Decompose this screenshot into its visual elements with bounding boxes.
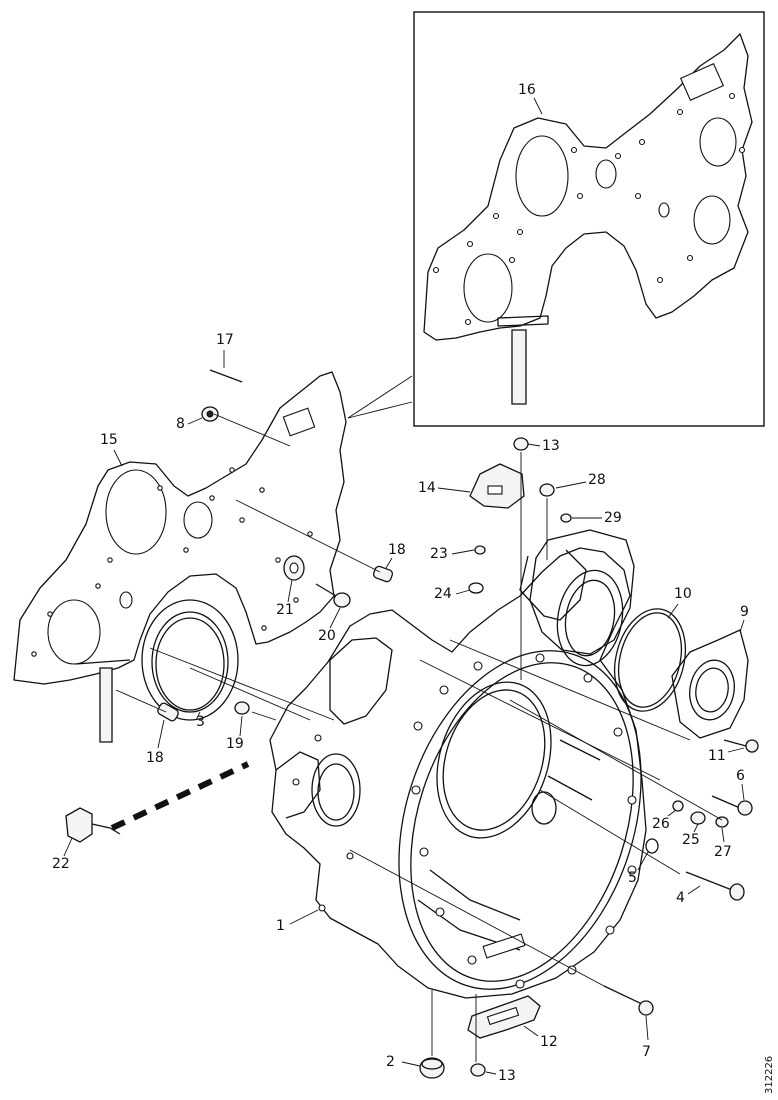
bolt-6: [711, 795, 753, 816]
oil-seal-3: [141, 599, 239, 721]
washer-29: [560, 513, 572, 523]
bearing-housing-assembly: [529, 529, 635, 655]
nut-26: [672, 800, 684, 812]
callout-25: 25: [682, 832, 700, 848]
callout-24: 24: [434, 586, 452, 602]
bolt-20: [315, 583, 351, 608]
timing-plate-15: [13, 371, 347, 743]
washer-5: [645, 838, 659, 854]
callout-8-top: 8: [176, 416, 185, 432]
nut-13-top: [513, 437, 529, 451]
bolt-7: [603, 985, 654, 1016]
callout-18-lower: 18: [146, 750, 164, 766]
dowel-18-lower: [157, 702, 179, 722]
callout-28: 28: [588, 472, 606, 488]
callout-1: 1: [276, 918, 285, 934]
timing-gear-plate-16: [423, 33, 753, 405]
bracket-14: [469, 463, 525, 509]
callout-7: 7: [642, 1044, 651, 1060]
bolt-11: [723, 739, 759, 753]
plug-21: [283, 555, 305, 581]
plug-2: [419, 1057, 445, 1079]
callout-13-top: 13: [542, 438, 560, 454]
nut-13-lower: [470, 1063, 486, 1077]
figure-reference-number: 312226: [764, 1056, 775, 1094]
callout-10: 10: [674, 586, 692, 602]
callout-20: 20: [318, 628, 336, 644]
callout-16: 16: [518, 82, 536, 98]
cover-9: [671, 629, 749, 739]
callout-23: 23: [430, 546, 448, 562]
bolt-4: [685, 871, 745, 901]
dowel-18-upper: [372, 565, 394, 583]
callout-5: 5: [628, 870, 637, 886]
callout-15: 15: [100, 432, 118, 448]
sensor-22: [65, 807, 121, 843]
callout-6: 6: [736, 768, 745, 784]
screw-23: [474, 545, 486, 555]
callout-27: 27: [714, 844, 732, 860]
flywheel-housing-1: [269, 547, 647, 999]
assembly-lines: [110, 413, 723, 1062]
callout-3: 3: [196, 714, 205, 730]
callout-19: 19: [226, 736, 244, 752]
callout-14: 14: [418, 480, 436, 496]
nut-19: [234, 701, 250, 715]
callout-21: 21: [276, 602, 294, 618]
screw-27: [715, 816, 729, 828]
nut-25: [690, 811, 706, 825]
callout-17: 17: [216, 332, 234, 348]
callout-18-upper: 18: [388, 542, 406, 558]
callout-9: 9: [740, 604, 749, 620]
callout-2: 2: [386, 1054, 395, 1070]
callout-labels: 16 17 8 15 13 14 28 29 18 23 24 21 20 10…: [52, 82, 749, 1084]
washer-24: [468, 582, 484, 594]
callout-12: 12: [540, 1034, 558, 1050]
callout-22: 22: [52, 856, 70, 872]
callout-13-lower: 13: [498, 1068, 516, 1084]
cover-plate-12: [467, 995, 541, 1039]
stud-17: [209, 369, 243, 383]
nut-8-top: [201, 406, 219, 422]
callout-11: 11: [708, 748, 726, 764]
callout-29: 29: [604, 510, 622, 526]
nut-28: [539, 483, 555, 497]
callout-4: 4: [676, 890, 685, 906]
callout-26: 26: [652, 816, 670, 832]
